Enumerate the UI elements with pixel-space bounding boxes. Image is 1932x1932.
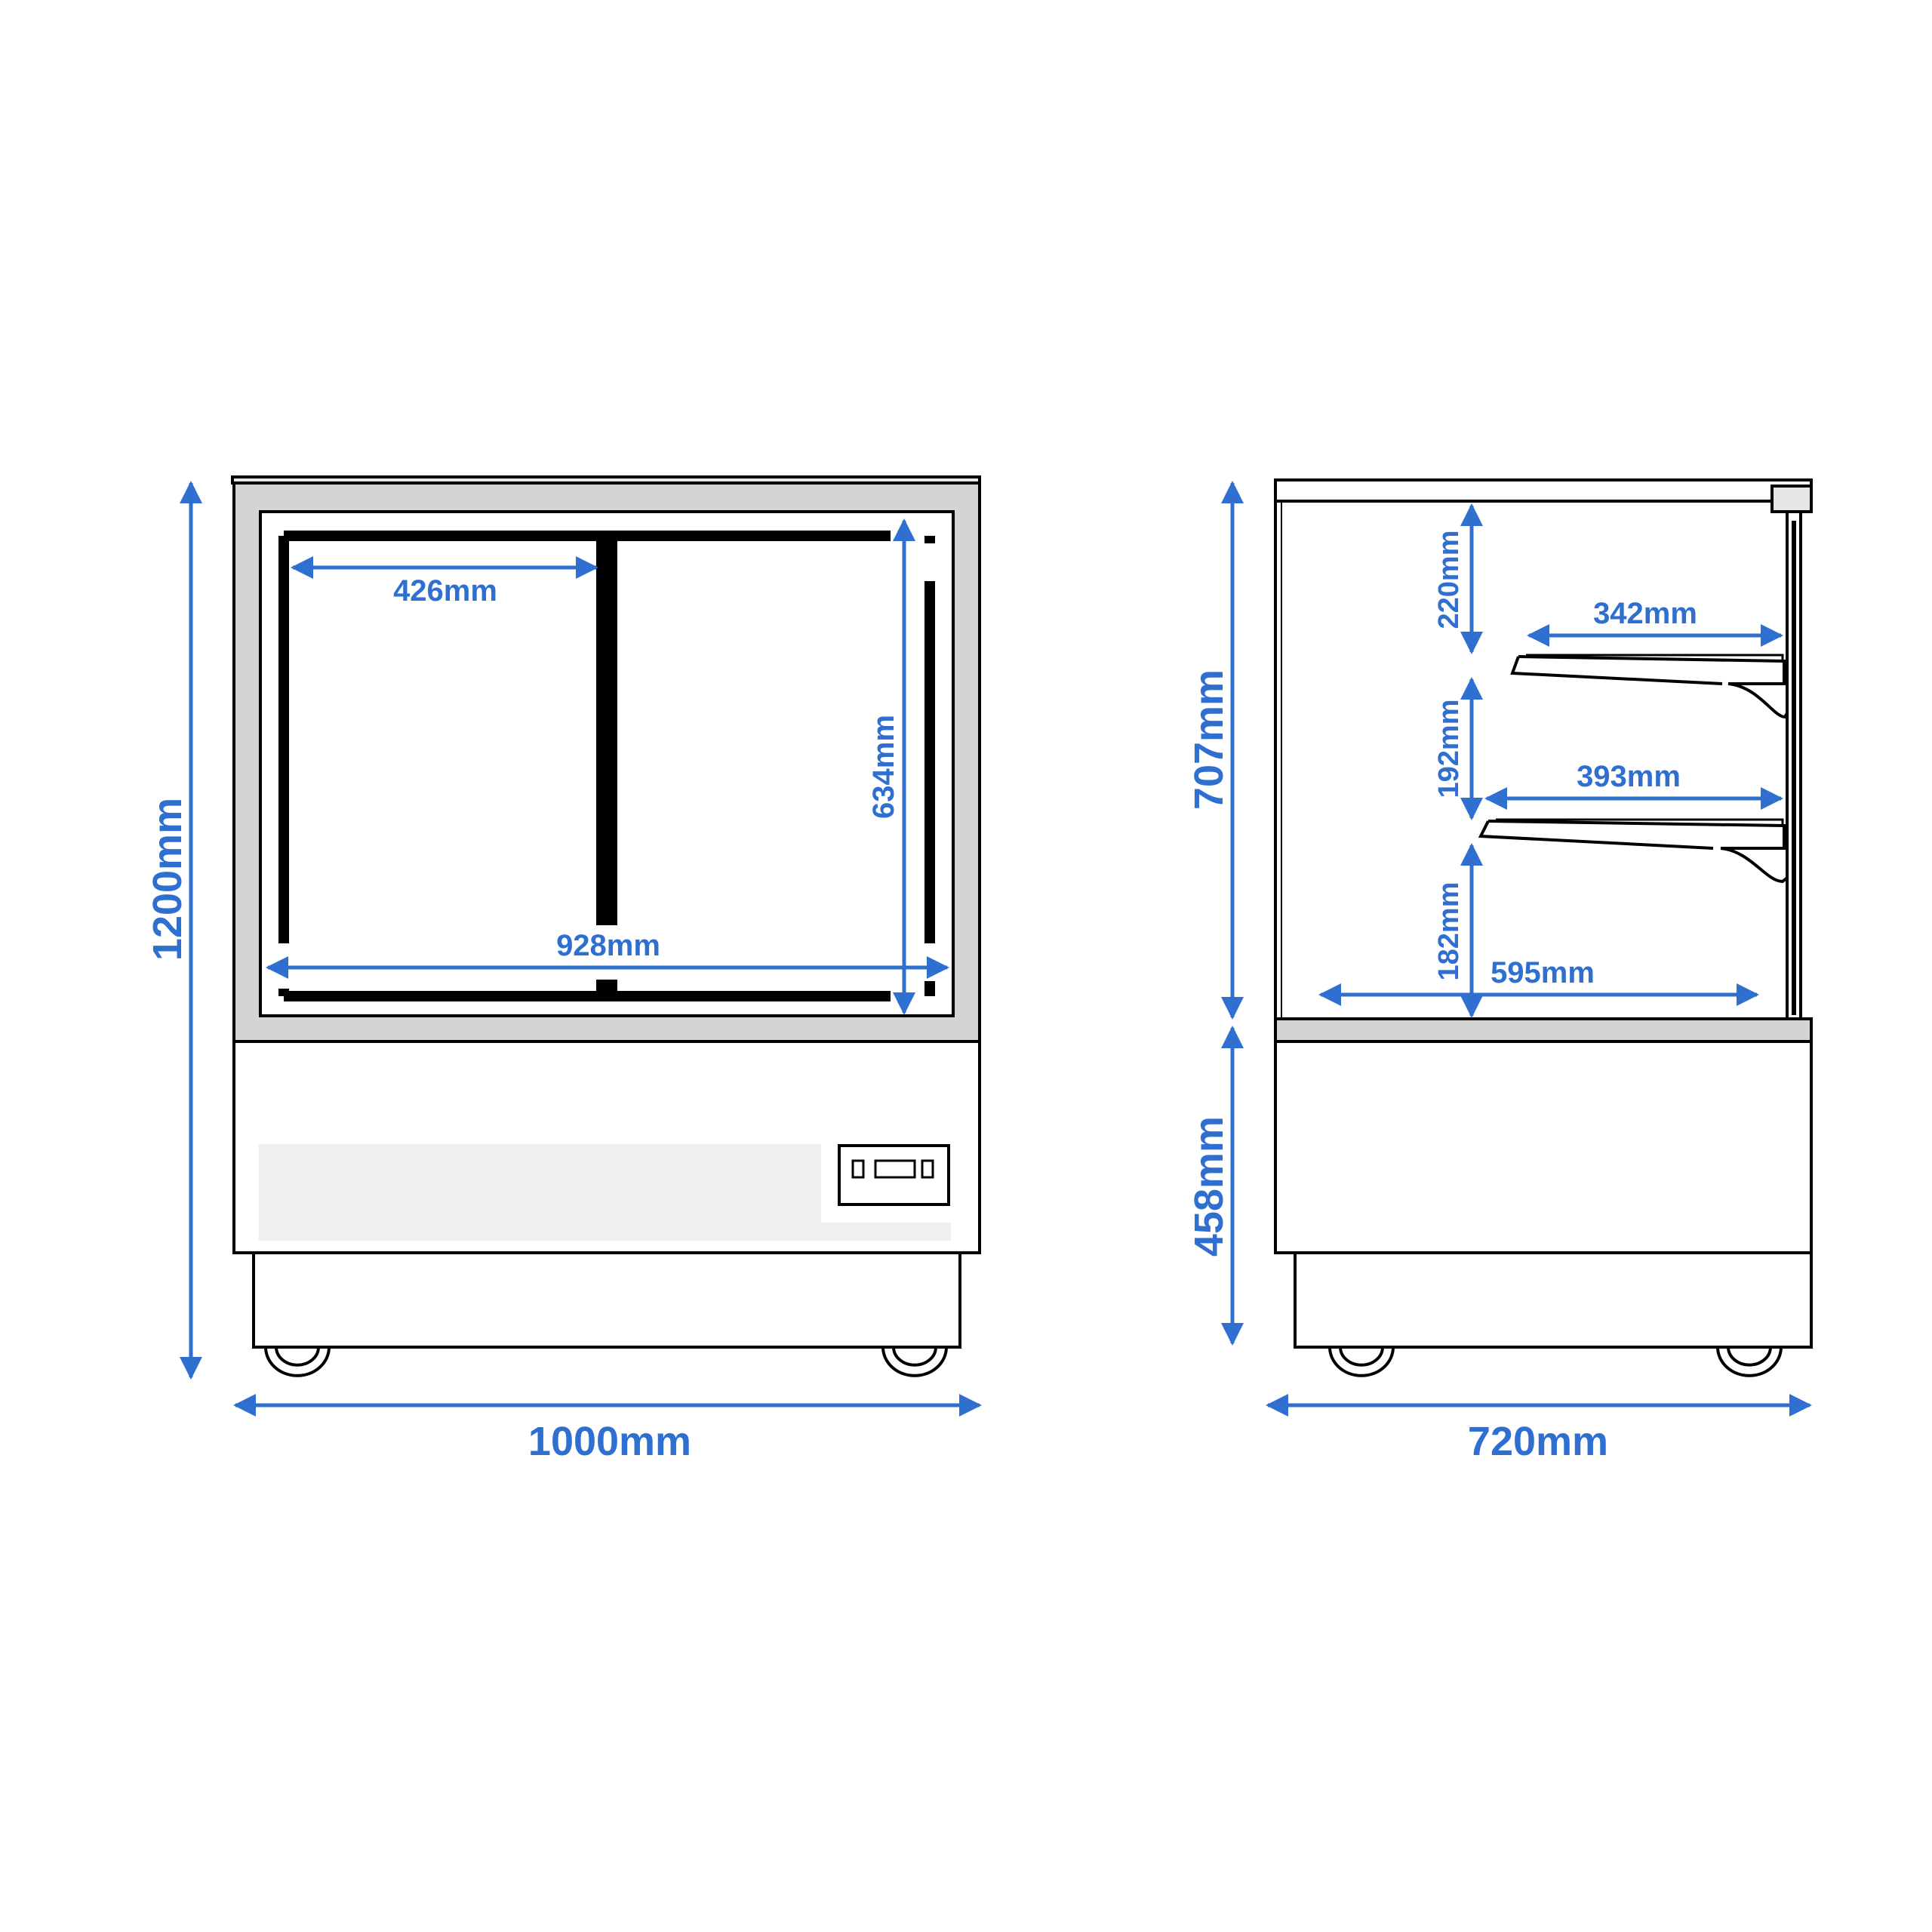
dimension-labels: 1200mm 1000mm 426mm 634mm 928mm 707mm 45…: [145, 531, 1697, 1464]
front-base: [252, 1251, 961, 1349]
label-side-depth: 720mm: [1468, 1419, 1608, 1464]
label-gap-bottom: 182mm: [1433, 882, 1465, 981]
front-wheel-left-inner: [275, 1346, 320, 1367]
dimension-lines: [180, 481, 1812, 1417]
front-door-frame-left: [278, 531, 891, 1001]
side-deck: [1274, 1017, 1813, 1043]
label-front-height: 1200mm: [145, 798, 190, 961]
controller-button-left: [851, 1159, 865, 1179]
front-door-divider: [596, 536, 617, 925]
label-gap-top: 220mm: [1433, 531, 1465, 629]
label-display-height: 707mm: [1186, 669, 1232, 810]
front-wheel-right: [881, 1346, 948, 1377]
front-wheel-right-inner: [892, 1346, 937, 1367]
front-wheel-left: [264, 1346, 331, 1377]
side-shelf-upper: [1510, 654, 1789, 719]
side-view: [1274, 478, 1813, 1377]
front-view: [231, 475, 981, 1377]
label-shelf-lower: 393mm: [1577, 760, 1681, 793]
label-shelf-upper: 342mm: [1593, 597, 1697, 630]
front-door-divider-foot: [596, 980, 617, 996]
label-glass-height: 634mm: [867, 715, 900, 819]
side-wheel-left: [1328, 1346, 1395, 1377]
side-wheel-right-inner: [1727, 1346, 1772, 1367]
label-floor-depth: 595mm: [1491, 956, 1595, 989]
temperature-controller: [838, 1144, 950, 1206]
label-door-width: 426mm: [393, 574, 497, 608]
side-wheel-right: [1716, 1346, 1783, 1377]
side-top-glass: [1274, 478, 1813, 503]
label-base-height: 458mm: [1186, 1116, 1232, 1257]
side-top-cap: [1770, 485, 1813, 513]
controller-display: [874, 1159, 916, 1179]
label-glass-width: 928mm: [556, 929, 660, 962]
side-wheel-left-inner: [1339, 1346, 1384, 1367]
side-shelf-lower: [1478, 818, 1789, 884]
side-base: [1294, 1251, 1813, 1349]
label-gap-middle: 192mm: [1433, 700, 1465, 798]
side-lower-cabinet: [1274, 1040, 1813, 1254]
label-front-width: 1000mm: [528, 1419, 691, 1464]
controller-button-right: [921, 1159, 934, 1179]
